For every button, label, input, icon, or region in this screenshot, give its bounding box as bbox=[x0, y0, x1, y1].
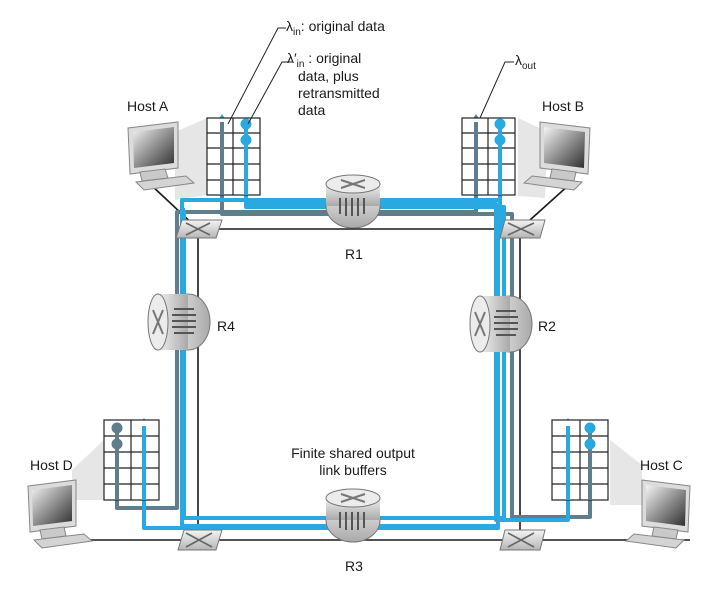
packet-host-b-2 bbox=[494, 134, 506, 146]
label-lambda-in-prime-line4: data bbox=[298, 102, 326, 118]
packet-host-b-1 bbox=[494, 118, 506, 130]
annotation-leaders bbox=[227, 27, 514, 125]
router-r3 bbox=[325, 488, 381, 543]
packet-host-d-1 bbox=[111, 422, 123, 434]
label-host-d: Host D bbox=[30, 457, 73, 473]
label-lambda-in-prime: λ′in : original bbox=[287, 50, 362, 70]
label-router-r2: R2 bbox=[538, 318, 556, 334]
computer-host-c bbox=[624, 479, 691, 549]
switch-top-right bbox=[499, 219, 546, 239]
label-host-a: Host A bbox=[127, 98, 169, 114]
blue-flows bbox=[142, 124, 570, 530]
label-lambda-in-prime-line2: data, plus bbox=[298, 68, 359, 84]
leader-lambda-in bbox=[227, 27, 286, 125]
packet-host-d-2 bbox=[111, 438, 123, 450]
computer-host-b bbox=[522, 121, 591, 191]
computer-host-d bbox=[27, 479, 94, 549]
label-host-c: Host C bbox=[640, 457, 683, 473]
label-router-r3: R3 bbox=[345, 558, 363, 574]
label-buffers-line1: Finite shared output bbox=[291, 445, 415, 461]
router-r4 bbox=[147, 293, 211, 351]
leader-lambda-out bbox=[479, 61, 514, 119]
flow-blue-b-to-d bbox=[142, 124, 502, 530]
packet-host-c-1 bbox=[584, 422, 596, 434]
packet-host-a-1 bbox=[240, 118, 252, 130]
switch-bottom-left bbox=[177, 529, 223, 551]
label-buffers-line2: link buffers bbox=[319, 462, 387, 478]
label-router-r4: R4 bbox=[217, 318, 235, 334]
buffer-host-c bbox=[551, 419, 609, 501]
buffer-host-d bbox=[103, 419, 160, 501]
buffer-host-b bbox=[461, 117, 516, 196]
packet-dots bbox=[111, 118, 596, 450]
computer-host-a bbox=[127, 121, 196, 191]
packet-host-a-2 bbox=[240, 134, 252, 146]
leader-lambda-in-prime bbox=[247, 61, 292, 125]
switches bbox=[175, 219, 546, 551]
label-host-b: Host B bbox=[542, 98, 585, 114]
router-r1 bbox=[325, 174, 381, 229]
label-router-r1: R1 bbox=[345, 246, 363, 262]
router-r2 bbox=[469, 295, 533, 353]
buffer-host-a bbox=[206, 117, 261, 196]
label-lambda-out: λout bbox=[515, 52, 536, 72]
switch-bottom-right bbox=[499, 529, 546, 551]
label-lambda-in-prime-line3: retransmitted bbox=[298, 85, 380, 101]
packet-host-c-2 bbox=[584, 438, 596, 450]
switch-top-left bbox=[175, 219, 223, 239]
label-lambda-in: λin: original data bbox=[286, 18, 385, 38]
